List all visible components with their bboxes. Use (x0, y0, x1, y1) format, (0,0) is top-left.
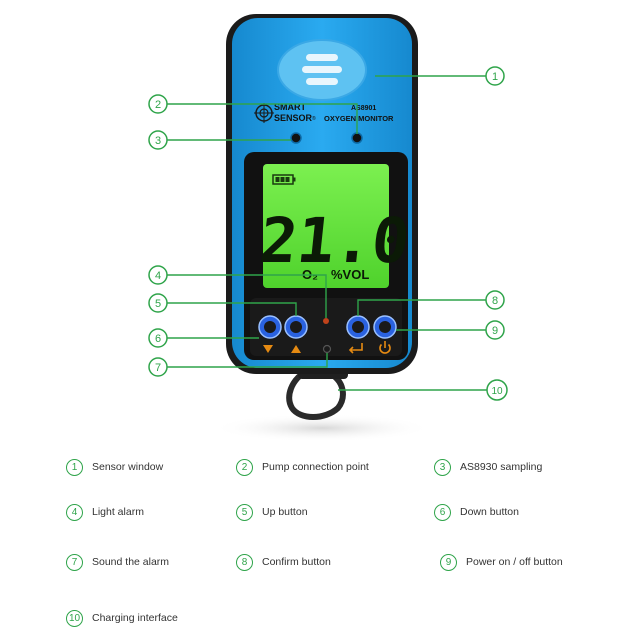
legend-item-light-alarm: 4 Light alarm (66, 500, 144, 524)
legend-number: 7 (66, 553, 83, 571)
svg-text:9: 9 (492, 325, 498, 337)
svg-text:5: 5 (155, 298, 161, 310)
down-button[interactable] (258, 315, 282, 339)
legend-label: Light alarm (92, 506, 144, 518)
brand-line2: SENSOR (274, 113, 313, 123)
pump-connection-port (351, 132, 363, 144)
legend-item-sampling: 3 AS8930 sampling (434, 455, 542, 479)
legend-number: 5 (236, 503, 253, 521)
callout-9: 9 (485, 320, 505, 340)
legend-label: Down button (460, 506, 519, 518)
down-arrow-icon (263, 345, 273, 353)
legend-label: Sound the alarm (92, 556, 170, 568)
legend-item-confirm-button: 8 Confirm button (236, 550, 331, 574)
legend-label: Confirm button (262, 556, 331, 568)
legend-item-up-button: 5 Up button (236, 500, 308, 524)
callout-2: 2 (148, 94, 168, 114)
device-shadow (212, 414, 432, 442)
legend-item-power-button: 9 Power on / off button (440, 550, 563, 574)
legend-label: AS8930 sampling (460, 461, 543, 473)
callout-lines (167, 75, 488, 391)
lcd-screen (263, 164, 389, 288)
legend-number: 8 (236, 553, 253, 571)
gas-reading: 21.0 (256, 204, 413, 277)
legend-number: 1 (66, 458, 83, 476)
power-button[interactable] (373, 315, 397, 339)
legend-number: 9 (440, 553, 457, 571)
legend-item-charging-interface: 10 Charging interface (66, 606, 178, 630)
svg-text:6: 6 (155, 333, 161, 345)
battery-icon (272, 174, 296, 185)
svg-text:2: 2 (155, 99, 161, 111)
legend-item-sound-alarm: 7 Sound the alarm (66, 550, 169, 574)
legend-item-sensor-window: 1 Sensor window (66, 455, 163, 479)
sensor-window (277, 39, 367, 101)
model-number: AS8901 (351, 105, 376, 112)
legend-item-pump-connection: 2 Pump connection point (236, 455, 369, 479)
callout-4: 4 (148, 265, 168, 285)
oxygen-monitor-diagram: SMART SENSOR ® AS8901 OXYGEN MONITOR 21.… (148, 14, 508, 442)
legend-label: Sensor window (92, 461, 164, 473)
svg-text:1: 1 (492, 71, 498, 83)
callout-7: 7 (148, 357, 168, 377)
legend-number: 3 (434, 458, 451, 476)
callout-6: 6 (148, 328, 168, 348)
callout-8: 8 (485, 290, 505, 310)
legend-label: Up button (262, 506, 308, 518)
enter-icon (348, 343, 363, 354)
svg-text:8: 8 (492, 295, 498, 307)
power-icon (379, 341, 391, 354)
svg-text:7: 7 (155, 362, 161, 374)
legend-item-down-button: 6 Down button (434, 500, 519, 524)
alarm-light-led (323, 318, 329, 324)
legend-number: 4 (66, 503, 83, 521)
button-panel (250, 298, 402, 356)
callout-10: 10 (486, 379, 508, 401)
brand-logo (254, 103, 274, 123)
sampling-port (290, 132, 302, 144)
registered-mark: ® (312, 115, 316, 122)
sound-alarm-buzzer (322, 344, 332, 354)
svg-text:10: 10 (491, 386, 503, 397)
callout-1: 1 (485, 66, 505, 86)
legend-label: Power on / off button (466, 556, 563, 568)
callout-3: 3 (148, 130, 168, 150)
legend-number: 10 (66, 609, 83, 627)
legend-label: Pump connection point (262, 461, 369, 473)
legend-number: 2 (236, 458, 253, 476)
svg-text:4: 4 (155, 270, 161, 282)
legend-number: 6 (434, 503, 451, 521)
svg-text:3: 3 (155, 135, 161, 147)
up-arrow-icon (291, 345, 301, 353)
legend-label: Charging interface (92, 612, 178, 624)
confirm-button[interactable] (346, 315, 370, 339)
product-name: OXYGEN MONITOR (324, 114, 394, 123)
callout-5: 5 (148, 293, 168, 313)
up-button[interactable] (284, 315, 308, 339)
brand-line1: SMART (274, 102, 306, 112)
unit-label: %VOL (331, 267, 369, 282)
